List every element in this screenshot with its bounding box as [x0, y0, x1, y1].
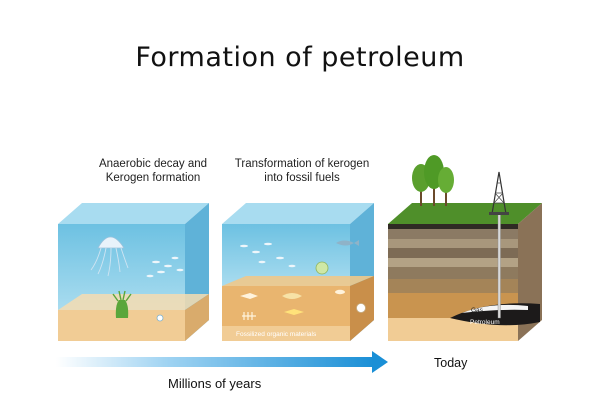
rock-layer-5	[388, 267, 518, 279]
box2-sediment-front	[222, 286, 350, 326]
well-pipe	[497, 213, 501, 319]
oil-derrick-icon	[489, 171, 509, 215]
timeline-label: Millions of years	[168, 376, 262, 391]
stage-3-box: Gas Petroleum	[388, 155, 542, 341]
fossil-icon	[240, 289, 366, 320]
diagram-title: Formation of petroleum	[135, 42, 465, 73]
box1-water-top	[58, 203, 209, 224]
small-fish-icon	[240, 242, 296, 268]
petroleum-label: Petroleum	[470, 319, 500, 326]
box2-water-front	[222, 224, 350, 286]
rock-layer-4	[388, 258, 518, 267]
rock-layer-3	[388, 248, 518, 258]
plankton-icon	[315, 261, 329, 275]
fish-icon	[336, 240, 359, 246]
stage-2-label-line2: into fossil fuels	[264, 172, 340, 184]
stage-1-label-line1: Anaerobic decay and	[98, 158, 208, 170]
small-fish-icon	[146, 256, 184, 278]
stage-2-label: Transformation of kerogen into fossil fu…	[222, 157, 382, 185]
stage-1-label-line2: Kerogen formation	[105, 172, 201, 184]
stage-1-label: Anaerobic decay and Kerogen formation	[78, 157, 228, 185]
stage-2-label-line1: Transformation of kerogen	[234, 158, 370, 170]
timeline-arrow	[56, 351, 388, 373]
trees-icon	[412, 155, 454, 206]
box2-water-top	[222, 203, 374, 224]
today-label: Today	[434, 356, 468, 370]
gas-label: Gas	[471, 307, 484, 314]
box2-sand-front	[222, 326, 350, 341]
stage-1-box	[58, 203, 209, 341]
box1-seabed-top	[58, 294, 209, 310]
box1-seabed-side	[185, 294, 209, 341]
jellyfish-icon	[90, 236, 129, 277]
rock-layer-2	[388, 239, 518, 248]
rock-layer-1	[388, 229, 518, 239]
topsoil-layer	[388, 224, 518, 229]
gas-pocket	[462, 304, 528, 313]
box2-sediment-top	[222, 276, 374, 286]
rock-layer-6	[388, 279, 518, 293]
sea-anemone-icon	[112, 290, 132, 318]
shell-icon	[156, 314, 164, 322]
grass-top	[388, 203, 542, 224]
fossil-label: Fossilized organic materials	[236, 331, 317, 338]
stage-2-box: Fossilized organic materials	[222, 203, 374, 341]
